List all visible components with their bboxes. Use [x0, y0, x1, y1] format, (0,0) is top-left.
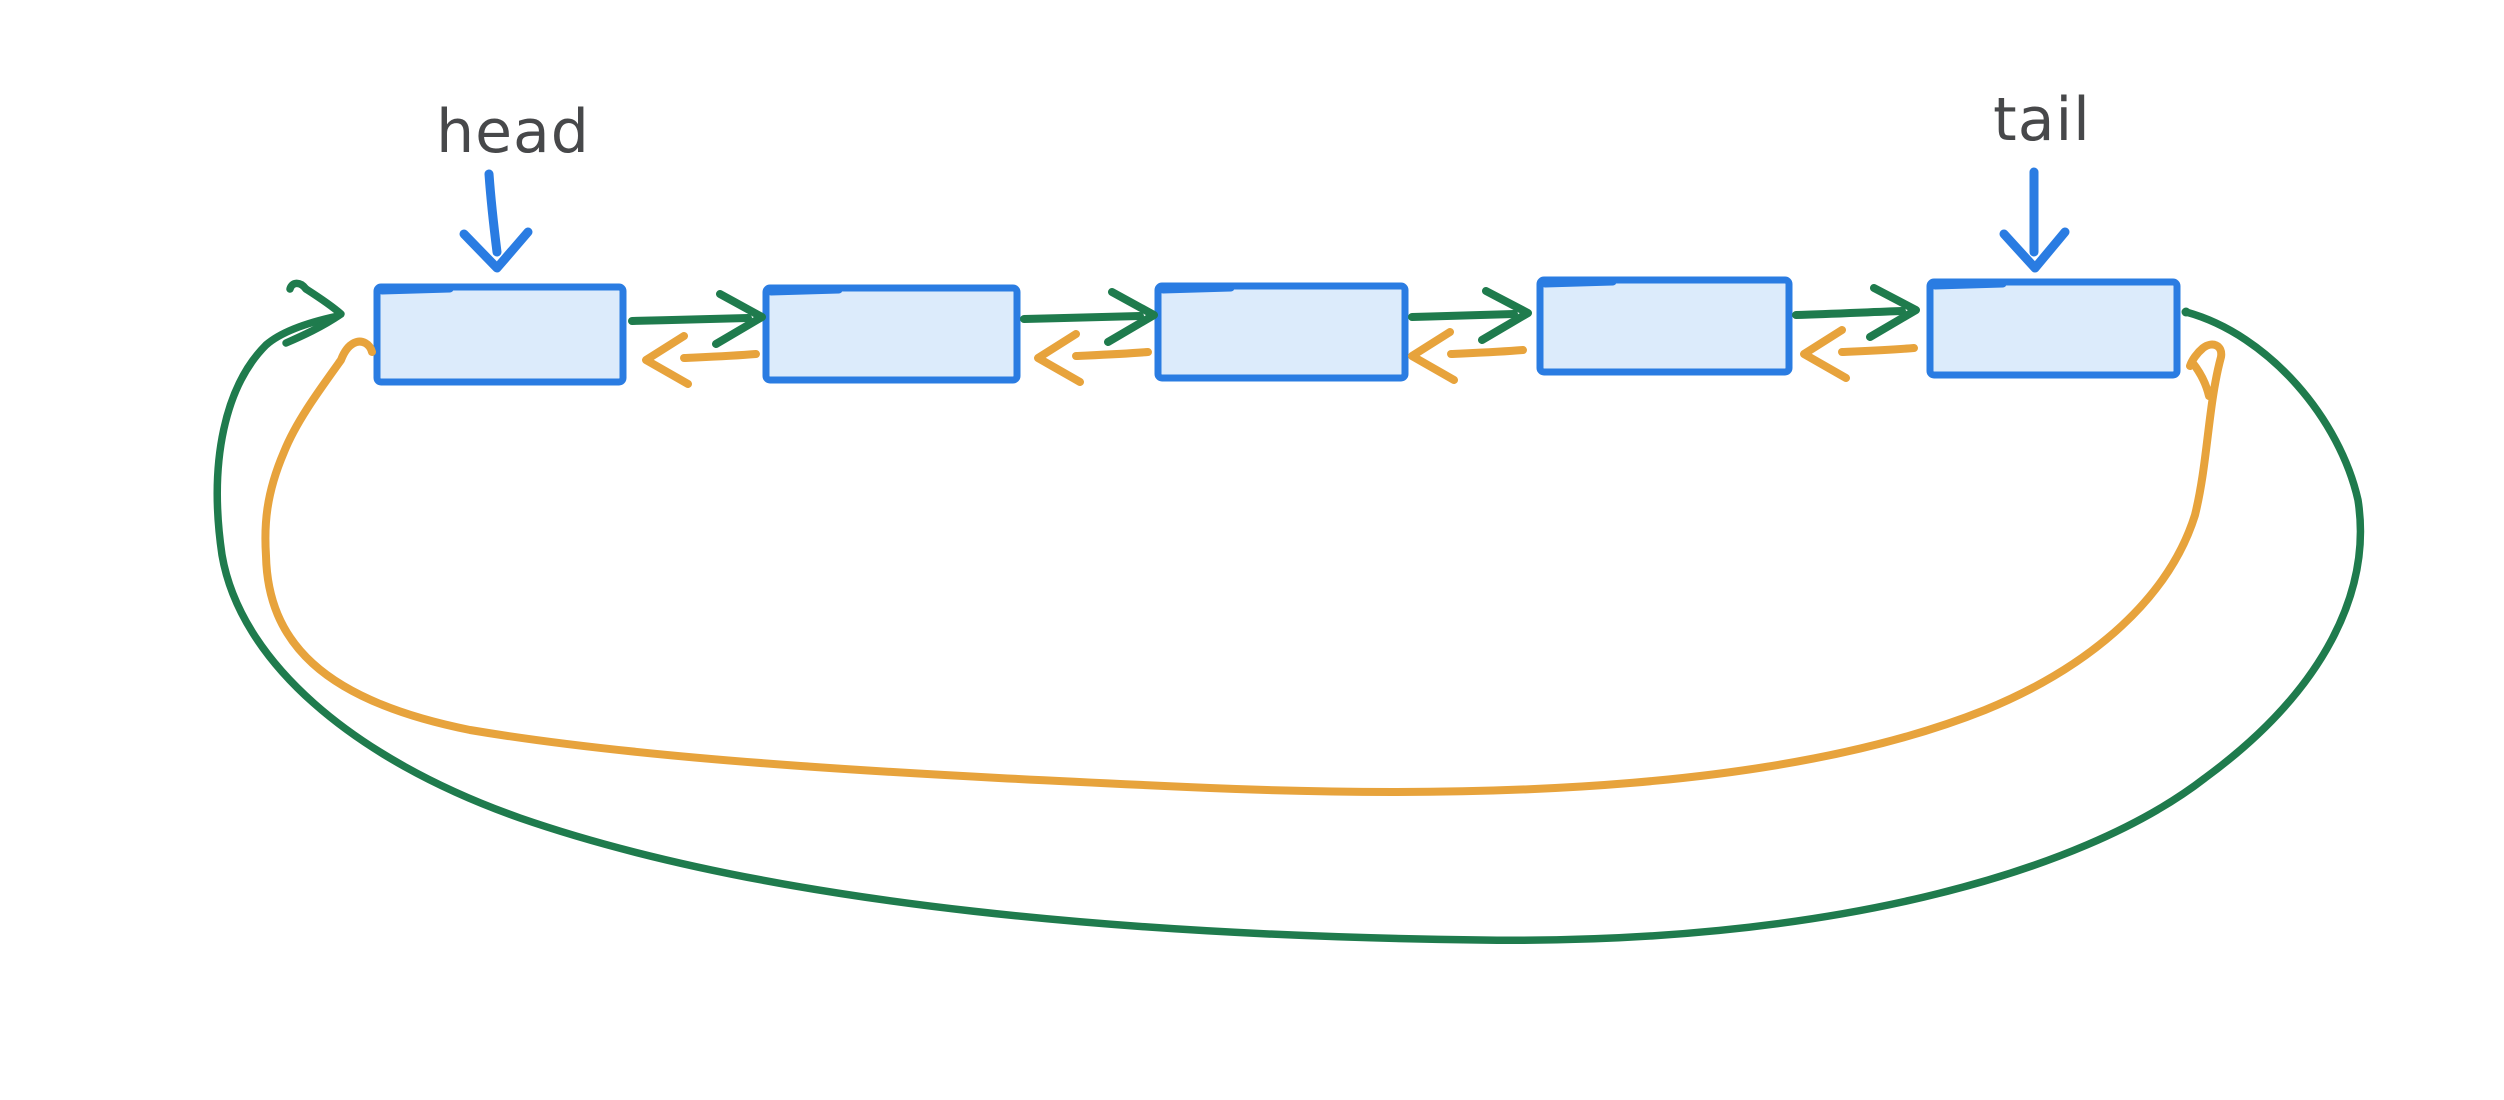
head-pointer: head: [436, 97, 590, 273]
next-arrow-shaft: [1020, 312, 1144, 323]
next-loop-arrow-tail-to-head: [213, 279, 2365, 945]
next-arrow-shaft: [1408, 310, 1518, 321]
prev-arrow-head: [642, 332, 692, 388]
next-arrow-head: [1104, 288, 1158, 346]
list-node-3: [1154, 282, 1409, 382]
node-sketch-stroke: [1541, 278, 1617, 288]
list-node-5: [1926, 278, 2181, 379]
prev-arrow-shaft: [1838, 344, 1918, 356]
next-arrow-shaft: [1792, 307, 1906, 319]
node-sketch-stroke: [1931, 280, 2007, 290]
prev-pointer-arrow-1: [642, 332, 760, 388]
list-node-2: [762, 284, 1021, 384]
prev-loop-arrow-head-to-tail: [261, 337, 2226, 796]
node-box: [1926, 278, 2181, 379]
prev-pointer-arrow-4: [1800, 326, 1918, 382]
head-arrow-head: [459, 227, 533, 273]
prev-arrow-head: [1800, 326, 1850, 382]
head-arrow-icon: [459, 169, 533, 273]
loop-arrow-head: [2188, 358, 2213, 400]
next-arrow-head: [712, 290, 766, 348]
next-pointer-arrow-4: [1792, 284, 1920, 341]
tail-arrow-head: [1999, 227, 2070, 273]
prev-arrow-head: [1034, 330, 1084, 386]
list-node-4: [1536, 276, 1793, 376]
prev-arrow-shaft: [1447, 346, 1527, 358]
prev-pointer-arrow-3: [1408, 328, 1527, 384]
node-sketch-stroke: [767, 286, 843, 296]
loop-shaft: [213, 308, 2365, 945]
next-pointer-arrow-1: [628, 290, 766, 348]
list-node-1: [373, 283, 627, 386]
loop-shaft: [261, 337, 2226, 796]
node-box: [1154, 282, 1409, 382]
next-arrow-head: [1866, 284, 1920, 341]
tail-arrow-icon: [1999, 167, 2070, 273]
node-box: [1536, 276, 1793, 376]
prev-pointer-arrow-2: [1034, 330, 1152, 386]
node-sketch-stroke: [378, 285, 454, 295]
node-box: [762, 284, 1021, 384]
tail-label: tail: [1993, 85, 2091, 155]
next-arrow-shaft: [628, 314, 752, 325]
node-sketch-stroke: [1159, 284, 1235, 294]
loop-arrow-head: [282, 285, 345, 347]
next-pointer-arrow-3: [1408, 287, 1532, 344]
tail-pointer: tail: [1993, 85, 2091, 273]
prev-arrow-shaft: [680, 350, 760, 362]
prev-arrow-head: [1408, 328, 1458, 384]
next-arrow-head: [1478, 287, 1532, 344]
head-label: head: [436, 97, 590, 167]
node-row: [373, 276, 2181, 386]
node-box: [373, 283, 627, 386]
prev-arrow-shaft: [1072, 348, 1152, 360]
next-pointer-arrow-2: [1020, 288, 1158, 346]
head-arrow-shaft: [484, 169, 502, 257]
